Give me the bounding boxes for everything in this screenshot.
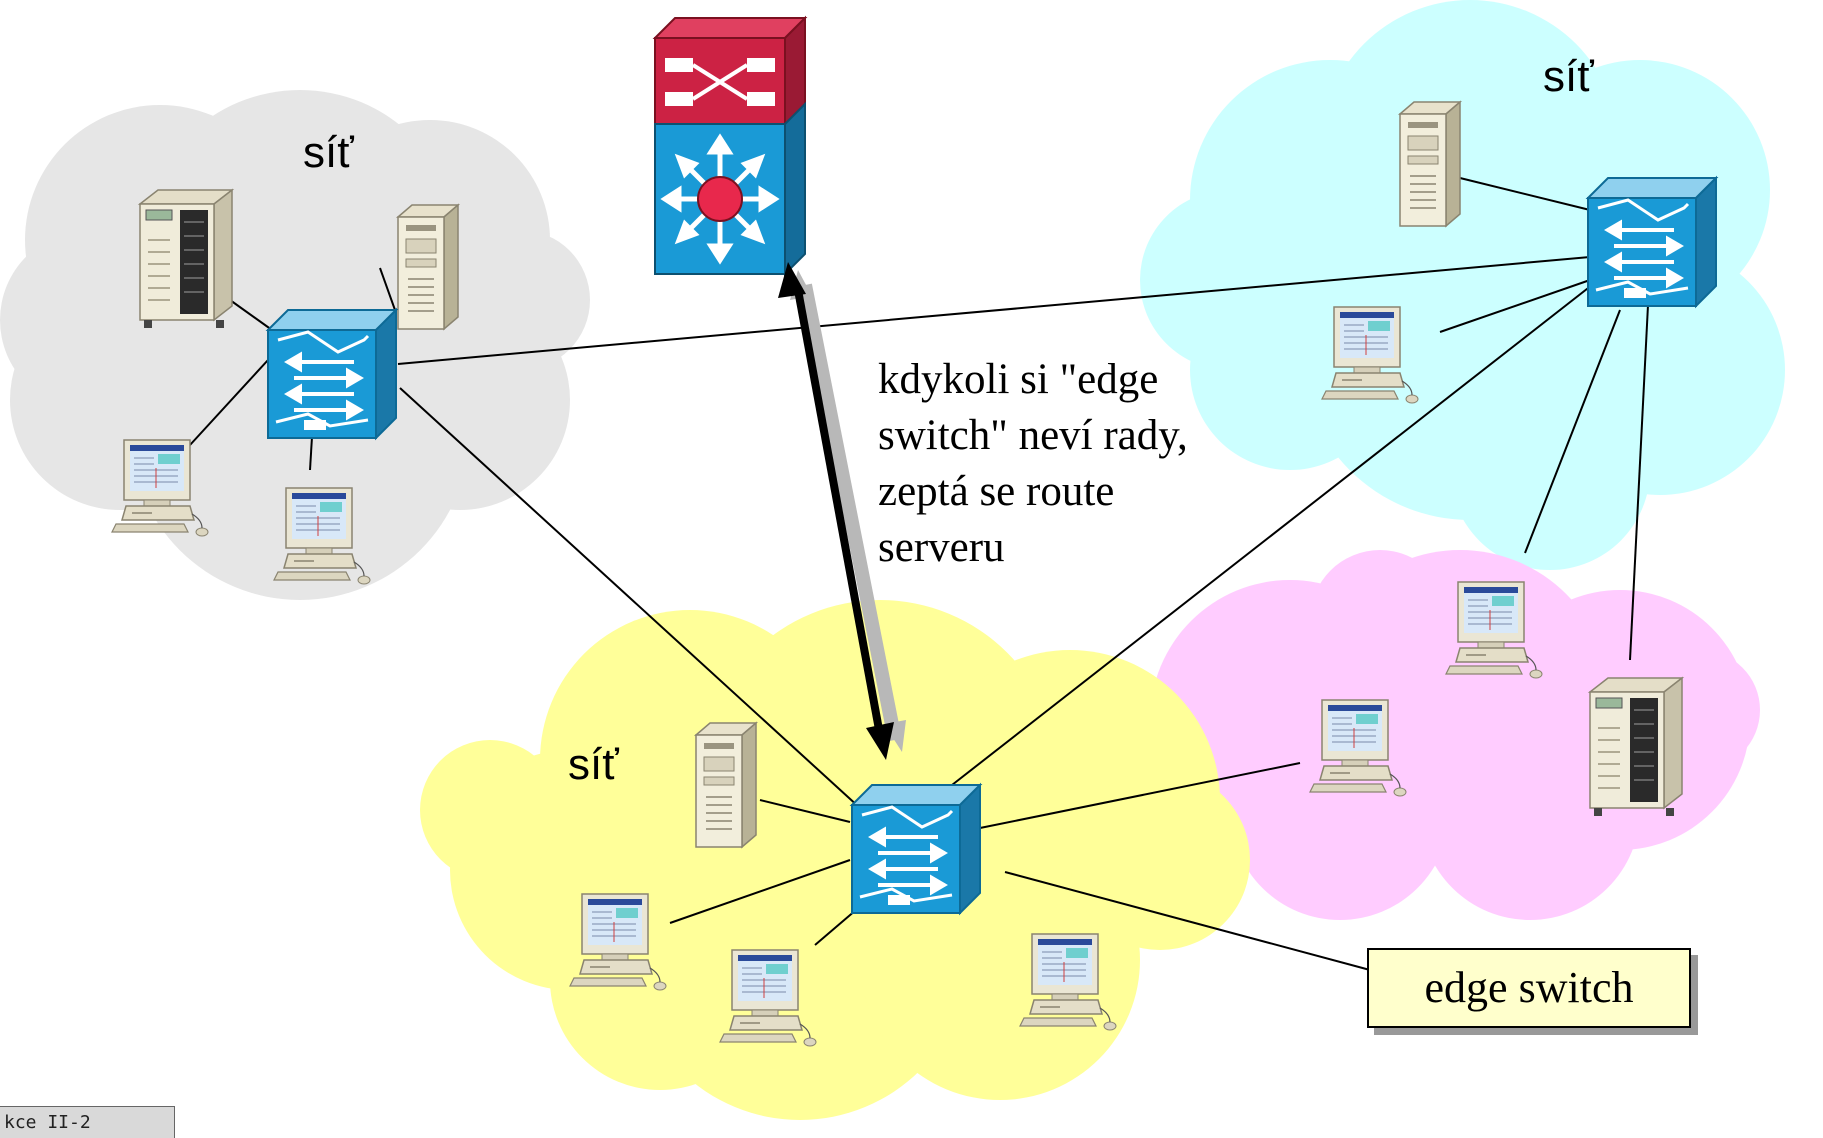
cloud-cyan (1140, 0, 1785, 570)
note-line: switch" neví rady, (878, 412, 1188, 459)
server-icon (1589, 677, 1683, 817)
cloud-label-yellow: síť (568, 740, 619, 789)
server-icon (695, 722, 757, 848)
query-arrow (778, 262, 906, 760)
edge-switch-icon (1586, 176, 1718, 308)
route-server-note: kdykoli si "edge switch" neví rady, zept… (878, 352, 1238, 576)
note-line: serveru (878, 524, 1005, 571)
server-icon (139, 189, 233, 329)
cloud-label-cyan: síť (1543, 52, 1594, 101)
note-line: zeptá se route (878, 468, 1115, 515)
server-icon (1399, 101, 1461, 227)
slide-footer: kce II-2 (0, 1106, 175, 1138)
cloud-yellow (420, 600, 1250, 1120)
edge-switch-icon (850, 783, 982, 915)
route-server-icon (655, 18, 805, 274)
cloud-gray (0, 90, 590, 600)
edge-switch-label: edge switch (1367, 948, 1691, 1028)
edge-switch-icon (266, 308, 398, 440)
links (189, 177, 1649, 971)
server-icon (397, 204, 459, 330)
cloud-label-gray: síť (303, 128, 354, 177)
note-line: kdykoli si "edge (878, 356, 1159, 403)
